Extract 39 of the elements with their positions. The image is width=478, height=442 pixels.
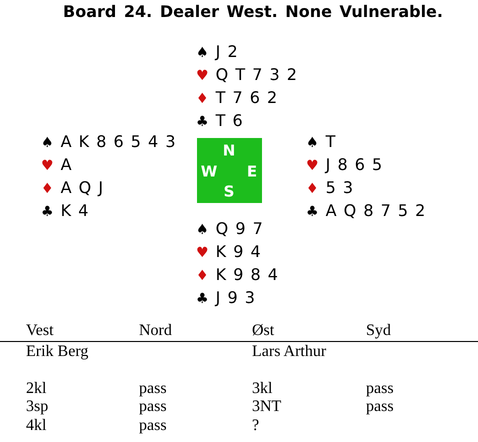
card-holding: ♣ J 9 3 (196, 287, 256, 309)
card-holding: ♦ K 9 8 4 (196, 264, 279, 286)
card-holding: ♠ J 2 (196, 41, 239, 63)
board-title: Board 24. Dealer West. None Vulnerable. (62, 2, 444, 22)
card-holding: ♥ K 9 4 (196, 241, 262, 263)
bidding-cell-text: pass (139, 416, 167, 435)
bidding-cell-text: Nord (139, 321, 172, 340)
bidding-cell-text: 3kl (252, 379, 272, 398)
bidding-cell-text: Lars Arthur (252, 342, 326, 361)
bidding-cell-text: 2kl (26, 379, 46, 398)
card-holding: ♣ K 4 (41, 200, 90, 222)
compass-square (197, 138, 262, 203)
bidding-cell-text: pass (366, 379, 394, 398)
card-holding: ♦ 5 3 (306, 177, 354, 199)
card-holding: ♥ Q T 7 3 2 (196, 64, 298, 86)
compass-letter: W (200, 164, 218, 180)
bidding-cell-text: Øst (252, 321, 274, 340)
bidding-cell-text: 3sp (26, 397, 48, 416)
card-holding: ♦ T 7 6 2 (196, 87, 278, 109)
card-holding: ♣ T 6 (196, 110, 244, 132)
card-holding: ♥ J 8 6 5 (306, 154, 384, 176)
bidding-cell-text: 3NT (252, 397, 282, 416)
bidding-cell-text: pass (139, 379, 167, 398)
bidding-cell-text: 4kl (26, 416, 46, 435)
bidding-cell-text: Vest (26, 321, 54, 340)
bidding-cell-text: Erik Berg (26, 342, 88, 361)
card-holding: ♠ T (306, 131, 336, 153)
compass-letter: E (246, 164, 258, 180)
card-holding: ♥ A (41, 154, 73, 176)
card-holding: ♦ A Q J (41, 177, 104, 199)
card-holding: ♣ A Q 8 7 5 2 (306, 200, 426, 222)
compass-letter: N (222, 142, 236, 160)
bidding-cell-text: ? (252, 416, 260, 435)
bidding-cell-text: pass (139, 397, 167, 416)
compass-letter: S (224, 184, 234, 200)
card-holding: ♠ Q 9 7 (196, 218, 264, 240)
bidding-cell-text: pass (366, 397, 394, 416)
card-holding: ♠ A K 8 6 5 4 3 (41, 131, 176, 153)
bidding-cell-text: Syd (366, 321, 391, 340)
